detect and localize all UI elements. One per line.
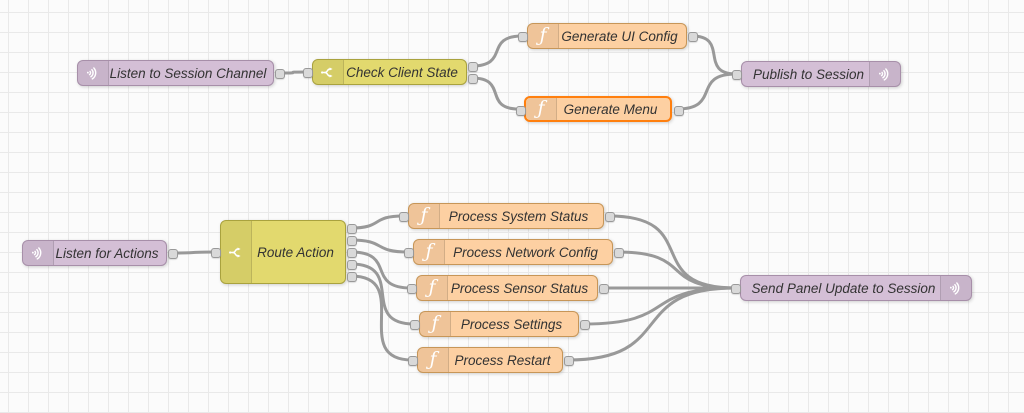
output-port[interactable]	[468, 62, 478, 72]
node-process-restart[interactable]: ƒ Process Restart	[408, 347, 574, 373]
output-port[interactable]	[564, 356, 574, 366]
input-port[interactable]	[731, 284, 741, 294]
node-label: Process Network Config	[453, 244, 598, 260]
function-glyph: ƒ	[539, 23, 547, 46]
function-glyph: ƒ	[537, 96, 545, 119]
node-listen-session-channel[interactable]: Listen to Session Channel	[77, 60, 285, 86]
input-port[interactable]	[211, 248, 221, 258]
node-process-network-config[interactable]: ƒ Process Network Config	[404, 239, 624, 265]
output-port[interactable]	[347, 260, 357, 270]
wire[interactable]	[277, 70, 309, 75]
node-label: Process Restart	[454, 352, 551, 368]
broadcast-icon	[940, 276, 971, 300]
broadcast-icon	[869, 62, 900, 86]
output-port[interactable]	[347, 236, 357, 246]
node-listen-for-actions[interactable]: Listen for Actions	[22, 240, 178, 266]
node-publish-to-session[interactable]: Publish to Session	[732, 61, 901, 87]
function-glyph: ƒ	[420, 203, 428, 226]
input-port[interactable]	[408, 356, 418, 366]
input-port[interactable]	[410, 320, 420, 330]
wire[interactable]	[349, 274, 414, 362]
function-icon: ƒ	[417, 276, 448, 300]
node-generate-menu[interactable]: ƒ Generate Menu	[516, 96, 684, 122]
broadcast-icon	[78, 61, 109, 85]
node-route-action[interactable]: Route Action	[211, 220, 357, 284]
output-port[interactable]	[614, 248, 624, 258]
function-icon: ƒ	[526, 98, 557, 120]
output-port[interactable]	[605, 212, 615, 222]
node-process-settings[interactable]: ƒ Process Settings	[410, 311, 590, 337]
function-glyph: ƒ	[431, 311, 439, 334]
input-port[interactable]	[404, 248, 414, 258]
output-port[interactable]	[599, 284, 609, 294]
output-port[interactable]	[347, 224, 357, 234]
wire[interactable]	[470, 76, 521, 111]
input-port[interactable]	[518, 32, 528, 42]
wire[interactable]	[470, 34, 524, 68]
node-generate-ui-config[interactable]: ƒ Generate UI Config	[518, 23, 698, 49]
output-port[interactable]	[275, 69, 285, 79]
wire[interactable]	[566, 286, 737, 362]
function-glyph: ƒ	[429, 347, 437, 370]
node-label: Publish to Session	[752, 66, 865, 82]
output-port[interactable]	[168, 249, 178, 259]
input-port[interactable]	[732, 70, 742, 80]
node-label: Process System Status	[448, 208, 589, 224]
wire[interactable]	[349, 250, 413, 290]
output-port[interactable]	[347, 248, 357, 258]
node-check-client-state[interactable]: Check Client State	[303, 59, 478, 85]
node-label: Route Action	[257, 244, 334, 260]
node-send-panel-update[interactable]: Send Panel Update to Session	[731, 275, 972, 301]
function-icon: ƒ	[414, 240, 445, 264]
node-label: Listen to Session Channel	[109, 65, 267, 81]
node-process-sensor-status[interactable]: ƒ Process Sensor Status	[407, 275, 609, 301]
node-label: Send Panel Update to Session	[751, 280, 936, 296]
input-port[interactable]	[303, 68, 313, 78]
switch-icon	[313, 60, 344, 84]
function-glyph: ƒ	[428, 275, 436, 298]
wire[interactable]	[349, 214, 405, 230]
output-port[interactable]	[580, 320, 590, 330]
node-label: Check Client State	[346, 64, 458, 80]
function-glyph: ƒ	[425, 239, 433, 262]
input-port[interactable]	[399, 212, 409, 222]
output-port[interactable]	[688, 32, 698, 42]
function-icon: ƒ	[418, 348, 449, 372]
node-process-system-status[interactable]: ƒ Process System Status	[399, 203, 615, 229]
node-label: Process Settings	[460, 316, 563, 332]
node-label: Generate UI Config	[561, 28, 678, 44]
wire[interactable]	[675, 72, 738, 111]
wire[interactable]	[349, 262, 416, 326]
function-icon: ƒ	[409, 204, 440, 228]
node-label: Listen for Actions	[55, 245, 159, 261]
node-label: Generate Menu	[563, 101, 658, 117]
output-port[interactable]	[674, 106, 684, 116]
output-port[interactable]	[468, 74, 478, 84]
input-port[interactable]	[516, 106, 526, 116]
output-port[interactable]	[347, 272, 357, 282]
switch-icon	[221, 221, 252, 283]
wire[interactable]	[616, 250, 737, 290]
input-port[interactable]	[407, 284, 417, 294]
function-icon: ƒ	[528, 24, 559, 48]
wire[interactable]	[690, 34, 738, 76]
node-label: Process Sensor Status	[450, 280, 589, 296]
wire[interactable]	[349, 238, 410, 254]
wire[interactable]	[170, 250, 217, 255]
broadcast-icon	[23, 241, 54, 265]
function-icon: ƒ	[420, 312, 451, 336]
